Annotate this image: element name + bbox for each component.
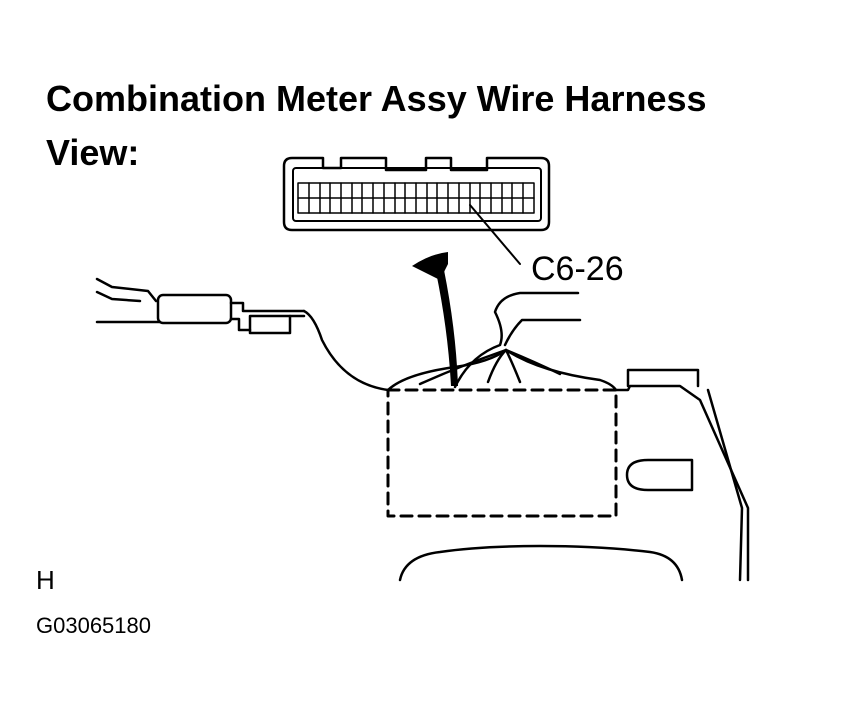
wire-harness-bundle [418, 291, 582, 389]
diagram-title: Combination Meter Assy Wire Harness View… [46, 78, 707, 173]
meter-body [386, 348, 750, 582]
connector-leader-line [469, 204, 521, 265]
connector-location-box [386, 388, 618, 518]
pull-out-arrow [412, 252, 458, 386]
connector-face-view [282, 156, 551, 232]
connector-label: C6-26 [531, 250, 624, 288]
figure-id: G03065180 [36, 613, 151, 638]
side-marker: H [36, 565, 55, 595]
left-bracket [95, 277, 390, 392]
connector-pin-grid [297, 182, 535, 214]
